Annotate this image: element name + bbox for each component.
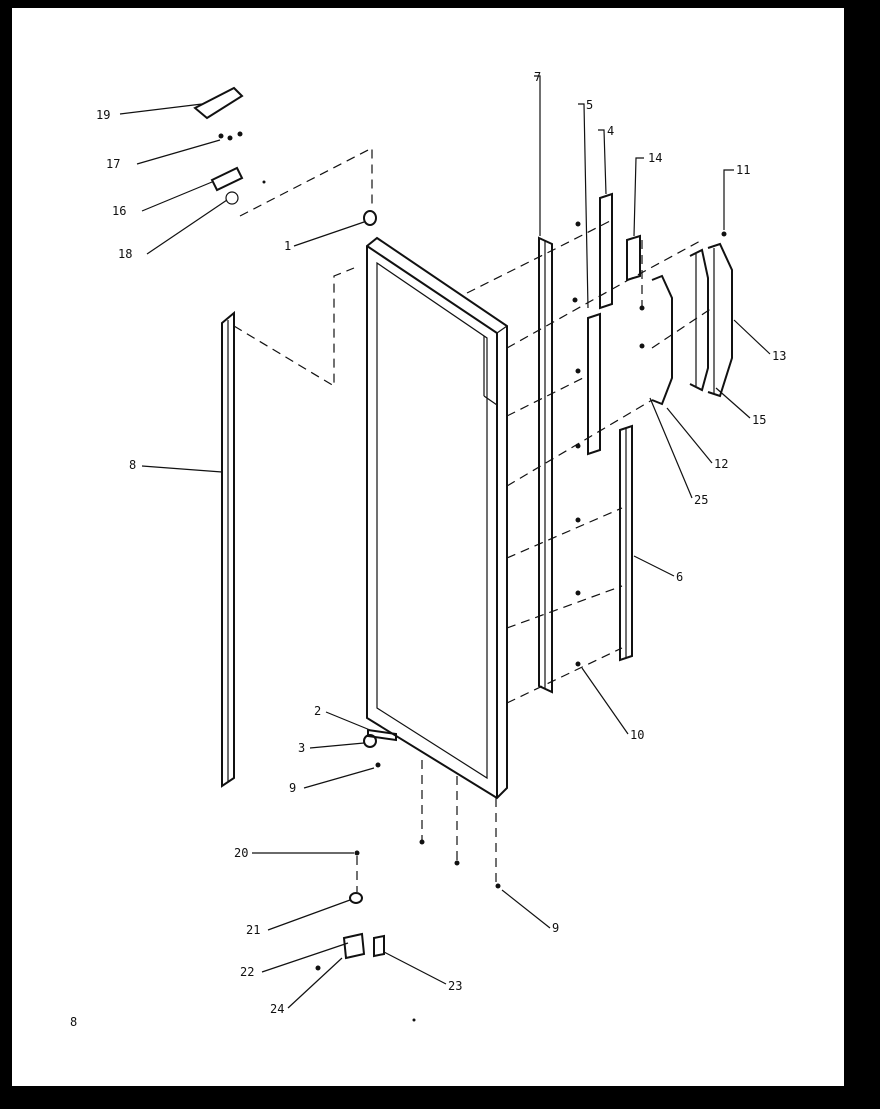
callout-21: 21 [246,923,260,937]
drawing-sheet: 19 17 16 18 1 8 2 3 9 20 21 22 24 23 9 1… [12,8,844,1086]
handle-assembly [651,242,733,406]
callout-16: 16 [112,204,126,218]
callout-20: 20 [234,846,248,860]
callout-19: 19 [96,108,110,122]
callout-9-left: 9 [289,781,296,795]
top-hinge [210,131,244,205]
callout-10: 10 [630,728,644,742]
callout-24: 24 [270,1002,284,1016]
page-mark: 8 [70,1015,77,1029]
bottom-hinge [315,850,385,971]
door-gasket [221,310,235,788]
leader-lines [119,75,771,1009]
callout-8: 8 [129,458,136,472]
callout-23: 23 [448,979,462,993]
callout-17: 17 [106,157,120,171]
callout-22: 22 [240,965,254,979]
clip-part [626,234,641,282]
callout-labels: 19 17 16 18 1 8 2 3 9 20 21 22 24 23 9 1… [70,70,786,1029]
shelf-retainer-upper [599,192,613,310]
callout-2: 2 [314,704,321,718]
hinge-bushing [363,210,377,226]
callout-11: 11 [736,163,750,177]
callout-1: 1 [284,239,291,253]
shelf-retainer-lower [619,424,633,662]
callout-14: 14 [648,151,662,165]
callout-12: 12 [714,457,728,471]
callout-4: 4 [607,124,614,138]
assembly-lines [233,147,713,892]
top-hinge-cover [193,86,244,120]
door-panel [366,236,508,800]
callout-6: 6 [676,570,683,584]
callout-3: 3 [298,741,305,755]
door-strip [538,236,553,694]
callout-9-right: 9 [552,921,559,935]
exploded-parts-diagram: 19 17 16 18 1 8 2 3 9 20 21 22 24 23 9 1… [70,70,786,1029]
callout-7: 7 [534,70,541,84]
shelf-retainer-middle [587,312,601,456]
door-stop [363,728,397,768]
callout-18: 18 [118,247,132,261]
callout-15: 15 [752,413,766,427]
callout-13: 13 [772,349,786,363]
screws [262,180,727,1022]
callout-25: 25 [694,493,708,507]
callout-5: 5 [586,98,593,112]
